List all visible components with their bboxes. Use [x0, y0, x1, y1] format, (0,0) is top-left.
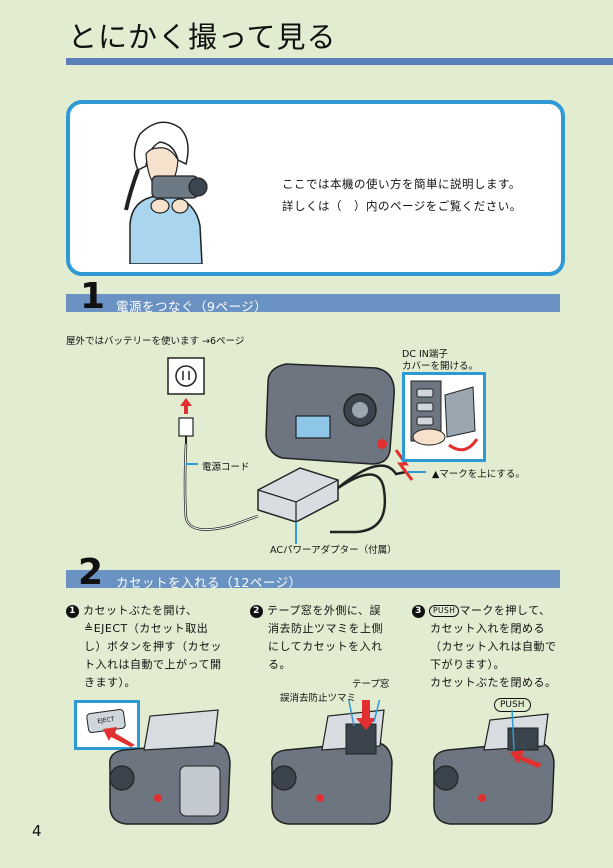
intro-line-2: 詳しくは（ ）内のページをご覧ください。: [282, 199, 522, 213]
callout-power-cord: 電源コード: [202, 462, 250, 473]
callout-tape-window: テープ窓: [352, 679, 390, 690]
step-1-number: 1: [66, 604, 79, 618]
step-2-number: 2: [250, 604, 263, 618]
section-1-header: [66, 294, 560, 312]
step-2-line-2: 消去防止ツマミを上側: [268, 622, 383, 635]
section-2-label: カセットを入れる（12ページ）: [116, 575, 302, 590]
callout-mark-up: ▲マークを上にする。: [432, 469, 525, 480]
power-connection-illustration: [167, 357, 426, 544]
intro-line-1: ここでは本機の使い方を簡単に説明します。: [282, 177, 521, 191]
step-1-line-3: し）ボタンを押す（カセッ: [84, 640, 222, 653]
step-2-line-3: にしてカセットを入れ: [268, 640, 383, 653]
callout-dc-in-2: カバーを開ける。: [402, 361, 479, 372]
step-3-line-1: マークを押して、: [459, 604, 551, 617]
push-mark-icon: PUSH: [429, 605, 460, 617]
person-with-camcorder-illustration: [124, 121, 208, 264]
section-2-header: [66, 570, 560, 588]
cassette-step-2-illustration: [271, 700, 393, 825]
dc-in-inset: [402, 372, 486, 462]
step-1-line-2: ≜EJECT（カセット取出: [84, 622, 209, 635]
intro-box: ここでは本機の使い方を簡単に説明します。 詳しくは（ ）内のページをご覧ください…: [66, 100, 565, 276]
callout-dc-in-1: DC IN端子: [402, 349, 448, 360]
section-1-label: 電源をつなぐ（9ページ）: [116, 299, 268, 314]
cassette-step-1-illustration: [109, 709, 231, 825]
step-3-number: 3: [412, 604, 425, 618]
page-title: とにかく撮って見る: [68, 20, 337, 54]
step-1: 1 カセットぶたを開け、 ≜EJECT（カセット取出 し）ボタンを押す（カセッ …: [66, 602, 246, 692]
step-2-line-1: テープ窓を外側に、誤: [267, 604, 382, 617]
step-3-line-3: （カセット入れは自動で: [430, 640, 557, 653]
step-2: 2 テープ窓を外側に、誤 消去防止ツマミを上側 にしてカセットを入れ る。: [250, 602, 410, 674]
step-2-line-4: る。: [268, 658, 291, 671]
cassette-step-3-illustration: [433, 710, 555, 825]
dc-in-cover-illustration: [410, 380, 479, 452]
title-rule: [66, 58, 613, 65]
page-number: 4: [32, 822, 42, 840]
section-1-note: 屋外ではバッテリーを使います →6ページ: [66, 336, 245, 347]
callout-ac-adapter: ACパワーアダプター（付属）: [270, 545, 397, 556]
step-1-line-5: きます）。: [84, 676, 136, 689]
section-1-number: 1: [80, 276, 106, 317]
step-3-line-4: 下がります）。: [430, 658, 505, 671]
step-3-line-5: カセットぶたを閉める。: [430, 676, 557, 689]
step-1-line-1: カセットぶたを開け、: [83, 604, 198, 617]
step-1-line-4: ト入れは自動で上がって開: [84, 658, 222, 671]
eject-inset: EJECT: [74, 700, 140, 750]
step-3-line-2: カセット入れを閉める: [430, 622, 545, 635]
callout-erase-tab: 誤消去防止ツマミ: [280, 693, 357, 704]
press-arrow-icon: [103, 727, 135, 747]
section-2-number: 2: [78, 552, 104, 593]
